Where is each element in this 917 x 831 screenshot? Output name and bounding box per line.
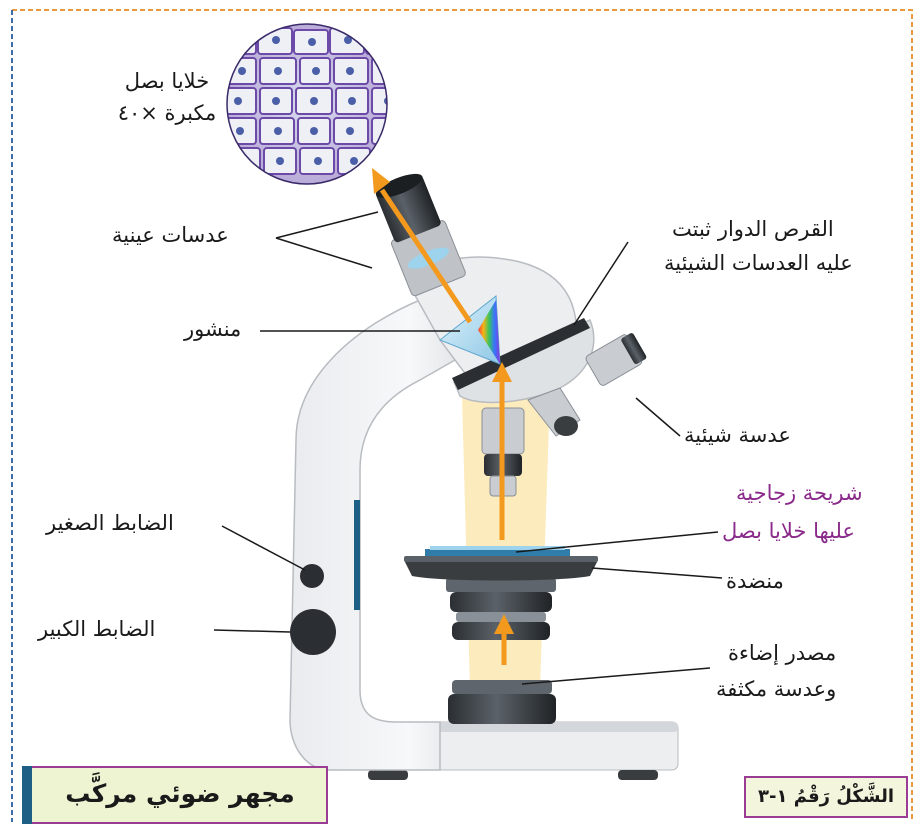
coarse-adjust-knob: [290, 609, 336, 655]
fine-adjust-knob: [300, 564, 324, 588]
arm-accent-strip: [354, 500, 360, 610]
label-onion-cells-line1: خلايا بصل: [112, 66, 222, 96]
label-light-source-line2: وعدسة مكثفة: [716, 674, 836, 704]
onion-cells-image: [220, 24, 404, 184]
label-nosepiece-line2: عليه العدسات الشيئية: [664, 248, 853, 278]
label-prism: منشور: [184, 314, 241, 344]
label-slide-line1: شريحة زجاجية: [736, 478, 863, 508]
label-slide-line2: عليها خلايا بصل: [722, 516, 855, 546]
diagram-title: مجهر ضوئي مركَّب: [32, 766, 328, 824]
figure-number: الشَّكْلُ رَقْمُ ١-٣: [744, 776, 908, 818]
label-stage: منضدة: [726, 566, 784, 596]
label-onion-cells-line2: مكبرة ×٤٠: [112, 98, 222, 128]
eyepiece-tube: [369, 168, 466, 297]
microscope-stage: [404, 546, 598, 581]
label-objective-lens: عدسة شيئية: [684, 420, 791, 450]
label-eyepieces: عدسات عينية: [112, 220, 229, 250]
title-accent-bar: [22, 766, 32, 824]
label-nosepiece-line1: القرص الدوار ثبتت: [672, 214, 834, 244]
label-coarse-adjust: الضابط الكبير: [38, 614, 155, 644]
label-fine-adjust: الضابط الصغير: [46, 508, 174, 538]
label-light-source-line1: مصدر إضاءة: [728, 638, 836, 668]
